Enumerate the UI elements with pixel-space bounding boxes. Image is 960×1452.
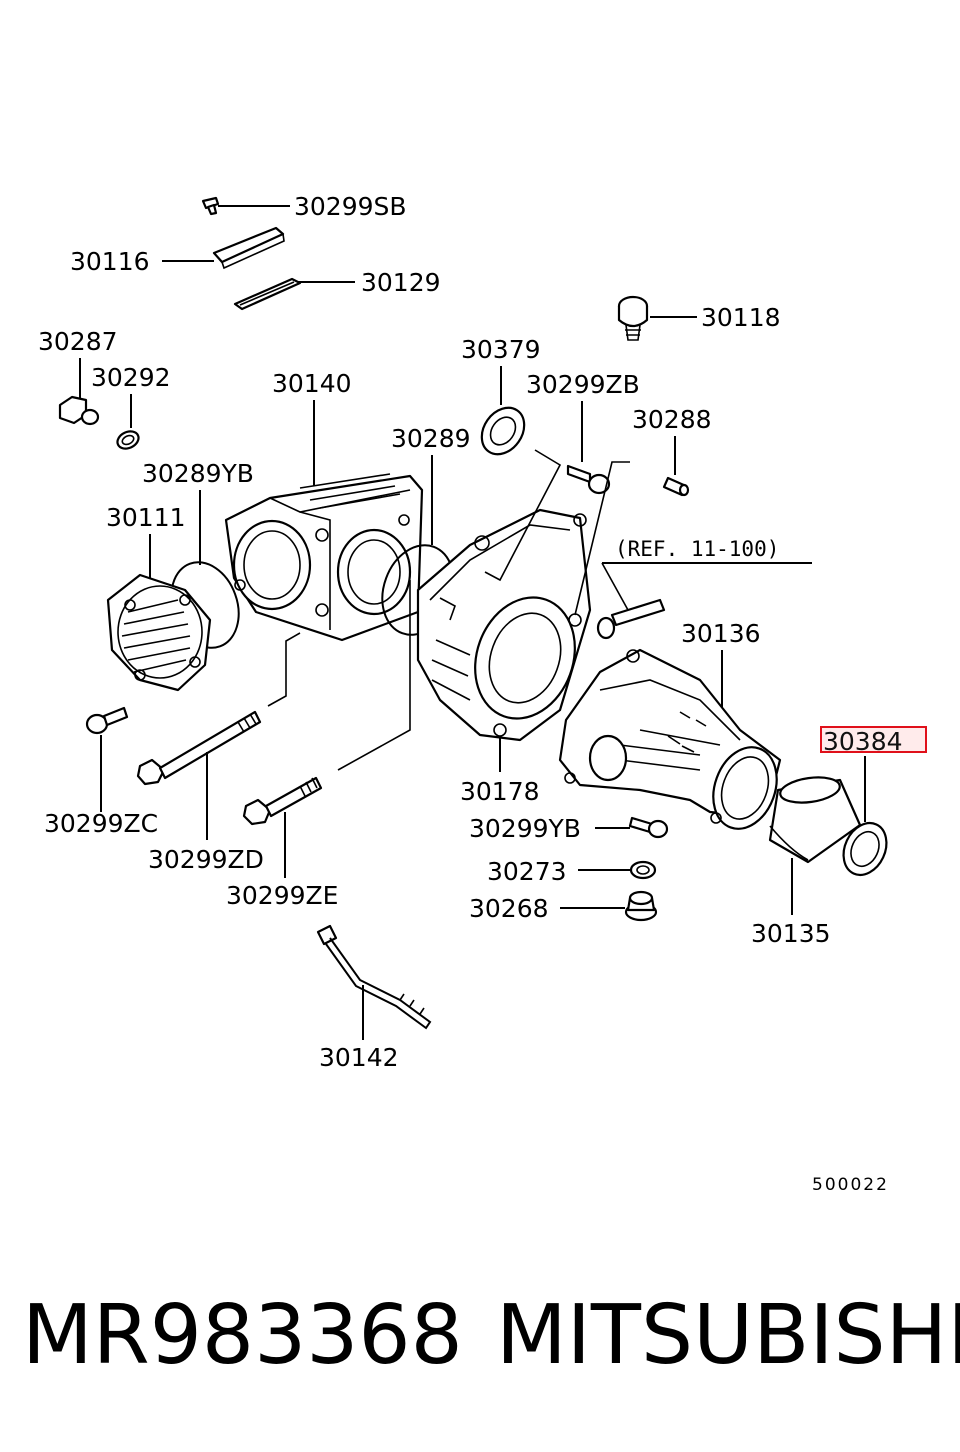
- highlight-box-30384: [820, 726, 927, 753]
- part-30118-breather[interactable]: [617, 295, 649, 341]
- label-30140[interactable]: 30140: [272, 369, 352, 398]
- part-ref-11-100-shaft[interactable]: [596, 598, 666, 640]
- label-30116[interactable]: 30116: [70, 247, 150, 276]
- label-30135[interactable]: 30135: [751, 919, 831, 948]
- label-30299ZE[interactable]: 30299ZE: [226, 881, 338, 910]
- label-30142[interactable]: 30142: [319, 1043, 399, 1072]
- label-30268[interactable]: 30268: [469, 894, 549, 923]
- label-30299SB[interactable]: 30299SB: [294, 192, 407, 221]
- label-30384[interactable]: 30384: [823, 727, 903, 756]
- label-30299ZD[interactable]: 30299ZD: [148, 845, 264, 874]
- label-30292[interactable]: 30292: [91, 363, 171, 392]
- label-30178[interactable]: 30178: [460, 777, 540, 806]
- label-30289[interactable]: 30289: [391, 424, 471, 453]
- label-30289YB[interactable]: 30289YB: [142, 459, 254, 488]
- part-30299YB-bolt[interactable]: [628, 816, 669, 839]
- diagram-code: 500022: [812, 1175, 889, 1195]
- label-30136[interactable]: 30136: [681, 619, 761, 648]
- part-30379-oil-seal[interactable]: [473, 400, 533, 463]
- part-30299ZE-bolt[interactable]: [242, 776, 323, 826]
- part-30136-extension-housing[interactable]: [558, 648, 788, 838]
- part-30268-drain-plug[interactable]: [624, 890, 658, 922]
- part-30299ZB-bolt[interactable]: [566, 464, 611, 495]
- brand-name: MITSUBISHI: [496, 1288, 960, 1383]
- label-30273[interactable]: 30273: [487, 857, 567, 886]
- part-30288-dowel-pin[interactable]: [662, 476, 690, 497]
- label-30299YB[interactable]: 30299YB: [469, 814, 581, 843]
- part-30273-washer[interactable]: [629, 860, 657, 880]
- part-30116-plate[interactable]: [212, 226, 285, 270]
- part-30142-wiring-harness[interactable]: [316, 924, 432, 1030]
- part-30140-transfer-case[interactable]: [224, 473, 424, 642]
- label-30118[interactable]: 30118: [701, 303, 781, 332]
- label-30379[interactable]: 30379: [461, 335, 541, 364]
- label-30111[interactable]: 30111: [106, 503, 186, 532]
- part-30287-plug[interactable]: [58, 395, 100, 426]
- part-30299ZD-long-bolt[interactable]: [136, 710, 262, 786]
- label-30129[interactable]: 30129: [361, 268, 441, 297]
- label-30299ZC[interactable]: 30299ZC: [44, 809, 158, 838]
- label-30288[interactable]: 30288: [632, 405, 712, 434]
- part-30292-washer[interactable]: [115, 428, 142, 452]
- part-30299ZC-bolt[interactable]: [85, 706, 129, 735]
- part-30129-gasket[interactable]: [233, 277, 302, 311]
- part-number: MR983368: [22, 1288, 463, 1383]
- label-30299ZB[interactable]: 30299ZB: [526, 370, 640, 399]
- part-30299SB-screw[interactable]: [201, 196, 220, 216]
- part-30135-sleeve[interactable]: [768, 774, 862, 864]
- part-30178-adapter-housing[interactable]: [416, 508, 592, 742]
- label-ref-11-100[interactable]: (REF. 11-100): [615, 537, 779, 561]
- footer: MR983368 MITSUBISHI: [0, 1288, 960, 1398]
- label-30287[interactable]: 30287: [38, 327, 118, 356]
- part-30111-cover[interactable]: [106, 573, 212, 692]
- part-30384-dust-seal[interactable]: [835, 816, 894, 882]
